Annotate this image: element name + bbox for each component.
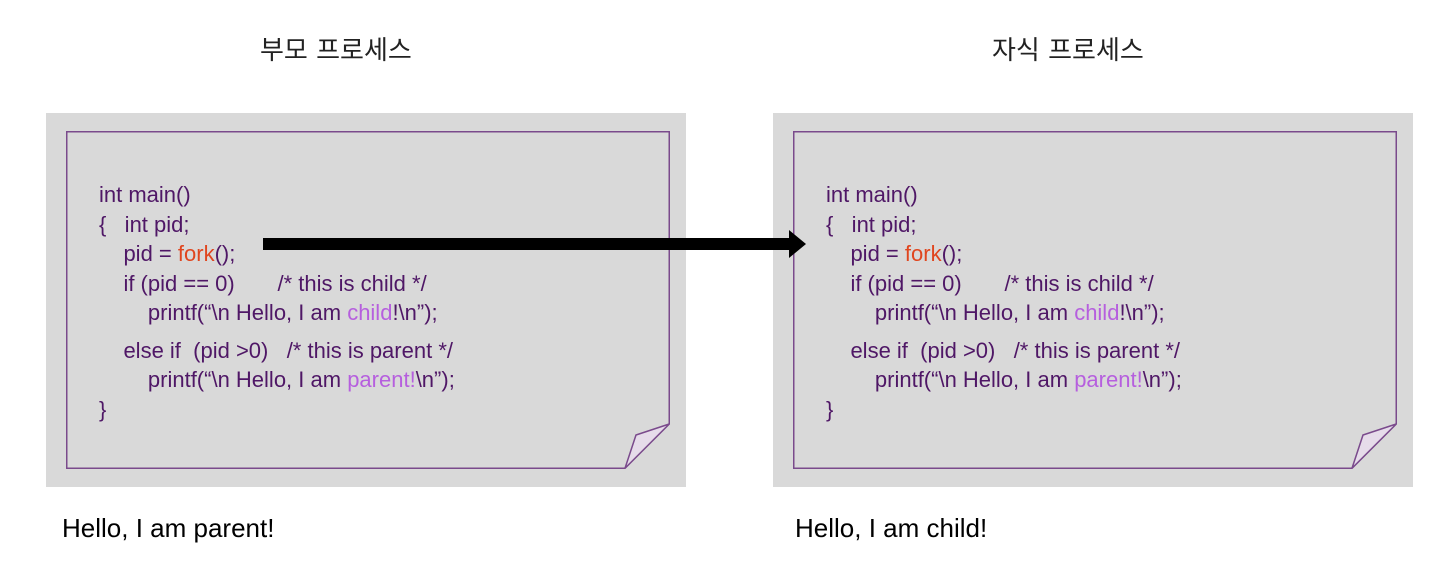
arrow-shaft — [263, 238, 791, 250]
code-text: pid = — [826, 241, 905, 266]
code-line: } — [99, 396, 107, 422]
code-text: printf(“\n Hello, I am — [826, 367, 1075, 392]
code-text: !\n”); — [1119, 300, 1165, 325]
code-line: pid = fork(); — [99, 239, 455, 269]
code-text: printf(“\n Hello, I am — [826, 300, 1075, 325]
code-line: { int pid; — [826, 211, 917, 237]
code-line: { int pid; — [99, 211, 190, 237]
note-frame-icon — [66, 131, 670, 469]
code-text: (); — [941, 241, 963, 266]
code-line: if (pid == 0) /* this is child */ — [826, 270, 1154, 296]
fork-keyword: fork — [904, 241, 942, 266]
child-highlight: child — [1074, 300, 1120, 325]
code-line: printf(“\n Hello, I am parent!\n”); — [826, 365, 1182, 395]
code-line: } — [826, 396, 834, 422]
code-text: pid = — [99, 241, 178, 266]
child-code-panel: int main() { int pid; pid = fork(); if (p… — [773, 113, 1413, 487]
code-text: \n”); — [1142, 367, 1182, 392]
code-text: printf(“\n Hello, I am — [99, 300, 348, 325]
code-text: \n”); — [415, 367, 455, 392]
child-output-text: Hello, I am child! — [795, 513, 988, 543]
child-highlight: child — [347, 300, 393, 325]
child-code-note: int main() { int pid; pid = fork(); if (p… — [793, 131, 1397, 469]
code-text: (); — [214, 241, 236, 266]
code-line: printf(“\n Hello, I am parent!\n”); — [99, 365, 455, 395]
code-line: else if (pid >0) /* this is parent */ — [826, 337, 1180, 363]
parent-output-text: Hello, I am parent! — [62, 513, 275, 543]
parent-code-block: int main() { int pid; pid = fork(); if (p… — [99, 180, 455, 424]
parent-code-panel: int main() { int pid; pid = fork(); if (p… — [46, 113, 686, 487]
fork-keyword: fork — [177, 241, 215, 266]
code-line: printf(“\n Hello, I am child!\n”); — [826, 298, 1182, 328]
code-line: int main() — [826, 182, 918, 207]
parent-highlight: parent! — [347, 367, 416, 392]
code-line: else if (pid >0) /* this is parent */ — [99, 337, 453, 363]
code-line: printf(“\n Hello, I am child!\n”); — [99, 298, 455, 328]
child-code-block: int main() { int pid; pid = fork(); if (p… — [826, 180, 1182, 424]
code-line: int main() — [99, 182, 191, 207]
code-text: printf(“\n Hello, I am — [99, 367, 348, 392]
code-line: pid = fork(); — [826, 239, 1182, 269]
note-frame-icon — [793, 131, 1397, 469]
code-text: !\n”); — [392, 300, 438, 325]
arrow-head — [789, 230, 806, 258]
parent-code-note: int main() { int pid; pid = fork(); if (p… — [66, 131, 670, 469]
parent-highlight: parent! — [1074, 367, 1143, 392]
code-line: if (pid == 0) /* this is child */ — [99, 270, 427, 296]
child-process-title: 자식 프로세스 — [992, 36, 1144, 66]
parent-process-title: 부모 프로세스 — [260, 36, 412, 66]
